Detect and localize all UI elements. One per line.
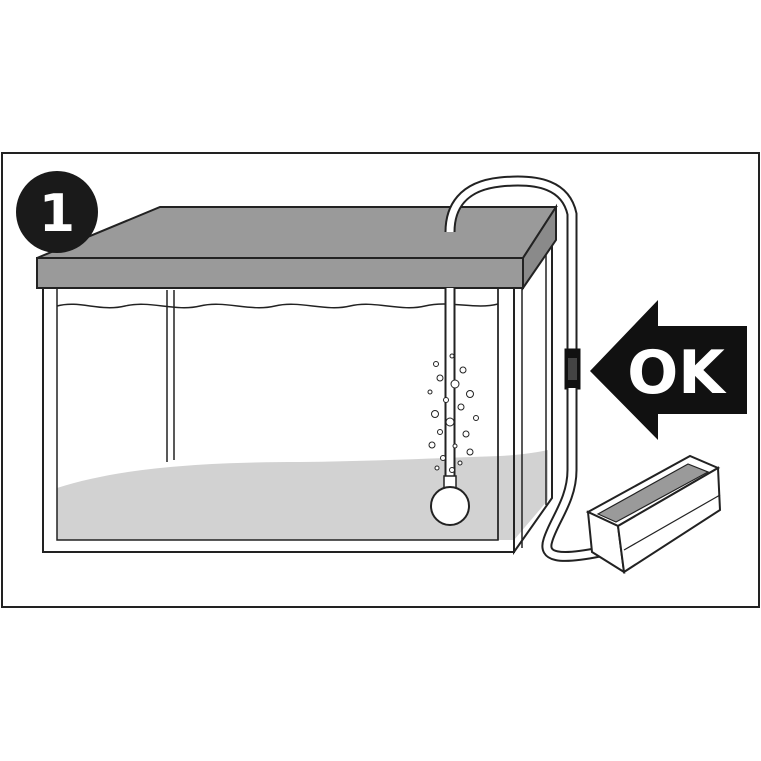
numbered-circle-icon	[16, 171, 98, 253]
step-number: 1	[39, 184, 75, 244]
water-surface	[56, 303, 499, 309]
airline-tube-to-pump-inner	[543, 388, 620, 560]
step-badge: 1	[16, 171, 98, 253]
ok-label: OK	[627, 338, 727, 408]
tank-lid-front	[36, 257, 524, 289]
ok-arrow-callout: OK	[590, 300, 747, 440]
air-bubbles	[427, 353, 479, 473]
check-valve-icon	[564, 348, 581, 390]
air-pump-icon	[585, 454, 722, 574]
tank-lid-side	[522, 203, 557, 292]
gravel-bed	[57, 450, 548, 540]
air-stone-icon	[430, 475, 470, 526]
left-arrow-icon	[590, 300, 747, 440]
airline-tube-top-inner	[446, 177, 576, 240]
